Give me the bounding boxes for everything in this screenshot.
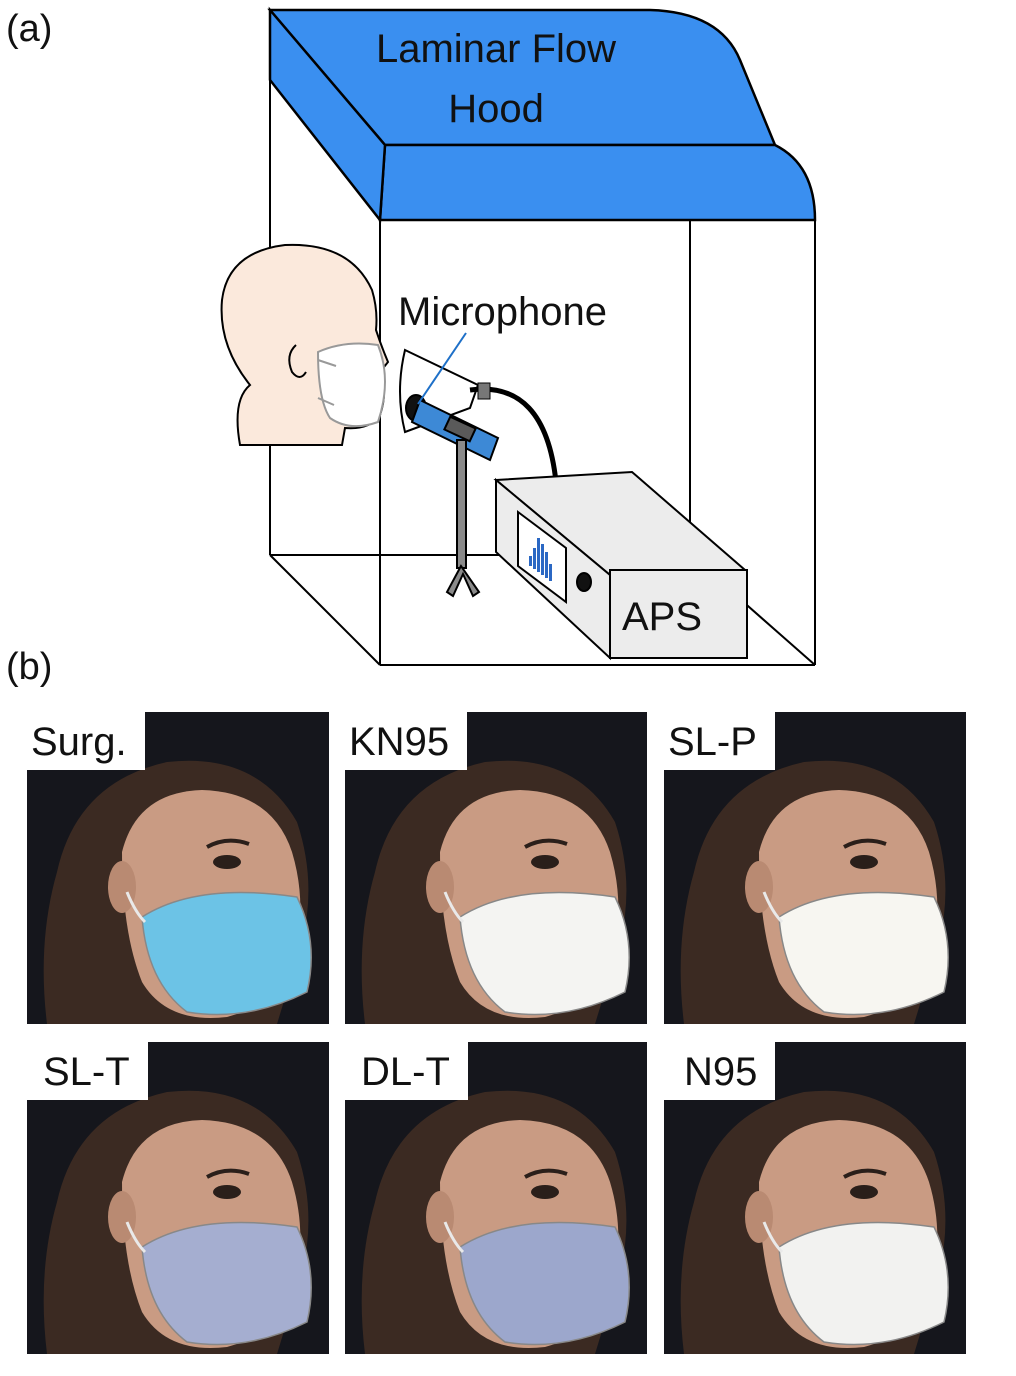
eye (213, 855, 241, 869)
eyebrow (843, 838, 887, 849)
mask-label: Surg. (27, 712, 145, 770)
subject-head (220, 243, 390, 446)
mask-photo-n95: N95 (664, 1042, 966, 1354)
eyebrow (524, 1168, 568, 1179)
face-mask (141, 891, 312, 1016)
eyebrow (206, 838, 250, 849)
hood-label-line2: Hood (448, 87, 544, 131)
experimental-setup-diagram: Laminar Flow Hood Microphone (220, 6, 817, 666)
face-mask (459, 1221, 630, 1346)
face-mask (459, 891, 630, 1016)
portrait-illustration (27, 712, 329, 1024)
eye (531, 1185, 559, 1199)
size-distribution-histogram (529, 538, 552, 581)
eye (531, 855, 559, 869)
portrait-illustration (345, 712, 647, 1024)
subject-mask (316, 342, 386, 428)
mask-photo-kn95: KN95 (345, 712, 647, 1024)
microphone-label: Microphone (398, 290, 607, 334)
ear-loop (762, 1221, 784, 1254)
panel-label-b: (b) (6, 646, 53, 688)
panel-label-a: (a) (6, 8, 53, 50)
eye (850, 855, 878, 869)
ear-loop (443, 891, 465, 924)
mask-label: DL-T (345, 1042, 468, 1100)
portrait-illustration (664, 712, 966, 1024)
face-mask (141, 1221, 312, 1346)
microphone (405, 394, 500, 462)
ear-loop (125, 891, 147, 924)
laminar-flow-hood-top (267, 6, 817, 224)
aps-instrument (493, 470, 748, 661)
eyebrow (843, 1168, 887, 1179)
mask-photo-sl-t: SL-T (27, 1042, 329, 1354)
eyebrow (206, 1168, 250, 1179)
hood-label-line1: Laminar Flow (376, 27, 616, 71)
ear-loop (762, 891, 784, 924)
face-mask (778, 1221, 949, 1346)
eye (850, 1185, 878, 1199)
face-mask (778, 891, 949, 1016)
eye (213, 1185, 241, 1199)
ear-loop (443, 1221, 465, 1254)
mask-label: SL-P (664, 712, 775, 770)
mask-photo-sl-p: SL-P (664, 712, 966, 1024)
aps-label: APS (622, 595, 702, 639)
mask-photo-dl-t: DL-T (345, 1042, 647, 1354)
mask-label: SL-T (27, 1042, 148, 1100)
ear-loop (125, 1221, 147, 1254)
mask-photo-surgical: Surg. (27, 712, 329, 1024)
eyebrow (524, 838, 568, 849)
mask-label: N95 (664, 1042, 776, 1100)
mask-label: KN95 (345, 712, 468, 770)
microphone-stand (445, 439, 481, 598)
